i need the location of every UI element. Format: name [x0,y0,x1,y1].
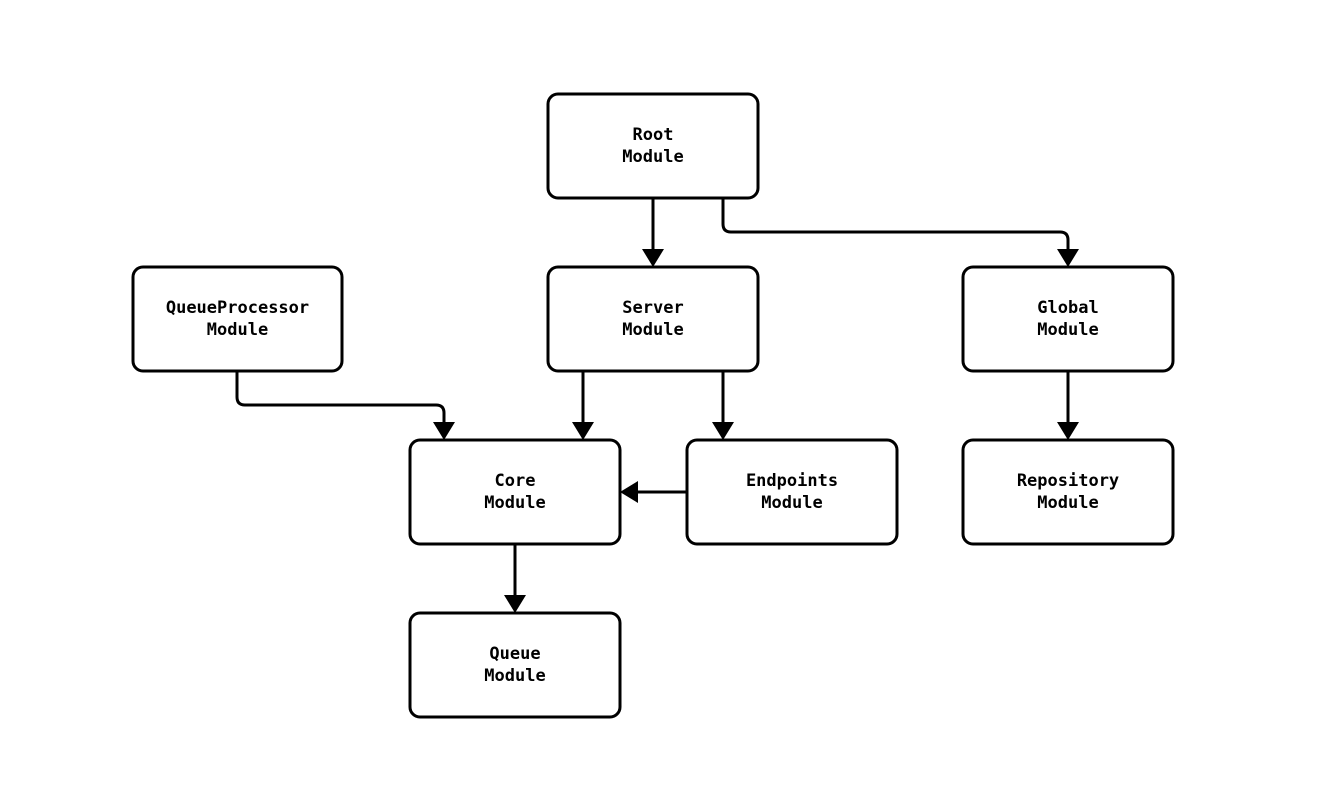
node-label-primary: Repository [1017,471,1119,491]
edge-server-to-core [572,371,594,440]
edge-queueprocessor-to-core [235,371,455,440]
node-label-secondary: Module [1037,320,1098,340]
node-label-primary: Root [633,125,674,145]
arrowhead-icon [504,595,526,613]
node-label-primary: QueueProcessor [166,298,309,318]
node-label-secondary: Module [484,493,545,513]
edge-root-to-server [642,198,664,267]
node-label-primary: Queue [489,644,540,664]
node-label-secondary: Module [622,147,683,167]
edge-root-to-global [721,198,1079,267]
arrowhead-icon [433,422,455,440]
node-label-primary: Endpoints [746,471,838,491]
arrowhead-icon [1057,422,1079,440]
edge-line [721,198,1070,249]
node-box-global[interactable] [961,265,1175,373]
edge-endpoints-to-core [620,481,687,503]
node-label-secondary: Module [484,666,545,686]
node-box-core[interactable] [408,438,622,546]
node-box-queueprocessor[interactable] [131,265,344,373]
arrowhead-icon [620,481,638,503]
node-box-root[interactable] [546,92,760,200]
node-label-secondary: Module [1037,493,1098,513]
node-label-secondary: Module [622,320,683,340]
arrowhead-icon [572,422,594,440]
node-label-secondary: Module [761,493,822,513]
edge-core-to-queue [504,544,526,613]
node-label-primary: Server [622,298,683,318]
node-label-primary: Core [495,471,536,491]
arrowhead-icon [1057,249,1079,267]
edge-line [235,371,446,422]
node-box-server[interactable] [546,265,760,373]
node-box-endpoints[interactable] [685,438,899,546]
nodes-layer: RootModuleQueueProcessorModuleServerModu… [131,92,1175,719]
edges-layer [235,198,1079,613]
node-box-queue[interactable] [408,611,622,719]
arrowhead-icon [642,249,664,267]
edge-global-to-repository [1057,371,1079,440]
node-label-secondary: Module [207,320,268,340]
node-label-primary: Global [1037,298,1098,318]
node-box-repository[interactable] [961,438,1175,546]
arrowhead-icon [712,422,734,440]
edge-server-to-endpoints [712,371,734,440]
